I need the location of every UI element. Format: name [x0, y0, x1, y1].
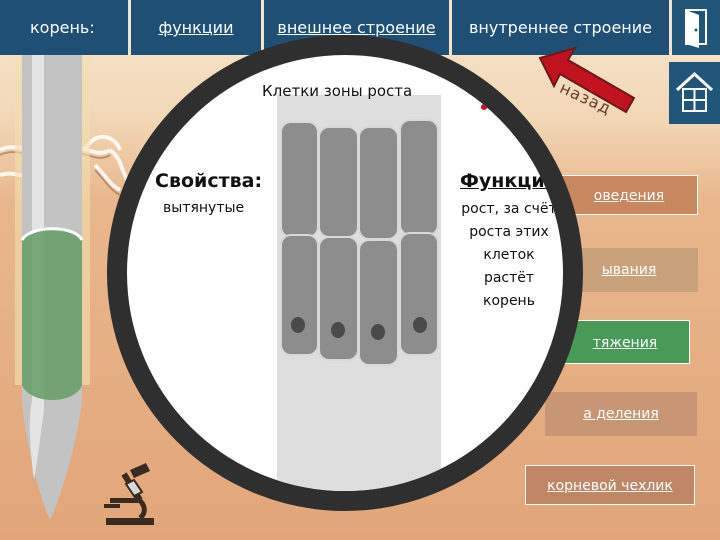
zone-absorption-button[interactable]: ывания — [560, 248, 698, 292]
function-heading: Функция: — [460, 170, 565, 192]
function-line: растёт — [483, 270, 535, 286]
magnifier-lens: Клетки зоны роста Свойства: вытянутые Фу… — [107, 35, 583, 511]
function-line: корень — [483, 293, 535, 309]
properties-heading: Свойства: — [155, 170, 263, 192]
close-icon[interactable] — [481, 84, 507, 110]
root-label: корень: — [0, 0, 128, 55]
function-line: роста этих — [469, 224, 549, 240]
zone-division-button[interactable]: а деления — [545, 392, 697, 436]
home-icon — [675, 71, 714, 112]
zone-elongation-button[interactable]: тяжения — [560, 320, 690, 364]
root-illustration — [15, 55, 90, 520]
back-arrow-icon[interactable] — [530, 40, 640, 120]
zone-conduction-button[interactable]: оведения — [560, 175, 698, 215]
exit-door-icon — [685, 9, 707, 48]
lens-content: Клетки зоны роста Свойства: вытянутые Фу… — [127, 55, 565, 491]
exit-button[interactable] — [669, 0, 720, 55]
microscope-icon[interactable] — [100, 460, 160, 528]
function-description: рост, за счёт роста этих клеток растёт к… — [450, 198, 563, 313]
tab-functions[interactable]: функции — [128, 0, 261, 55]
growth-cells — [280, 119, 439, 366]
function-line: клеток — [483, 247, 535, 263]
properties-value: вытянутые — [163, 200, 245, 216]
function-line: рост, за счёт — [461, 201, 557, 217]
tab-internal-structure[interactable]: внутреннее строение — [449, 0, 669, 55]
home-button[interactable] — [669, 62, 720, 124]
lens-title: Клетки зоны роста — [262, 82, 413, 100]
zone-root-cap-button[interactable]: корневой чехлик — [525, 465, 695, 505]
